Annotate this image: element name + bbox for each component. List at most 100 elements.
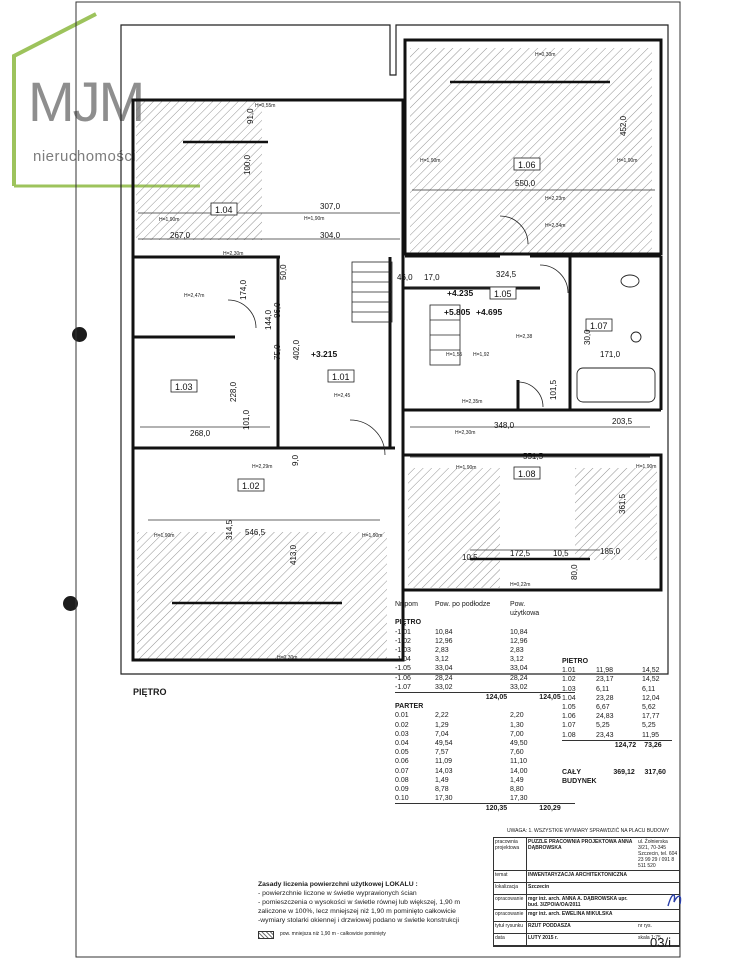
table-cell: 14,52 — [642, 667, 660, 675]
svg-text:348,0: 348,0 — [494, 421, 515, 430]
sheet-frame — [75, 1, 681, 958]
svg-text:361,5: 361,5 — [618, 493, 627, 514]
table-cell: 33,04 — [435, 665, 453, 673]
table-cell: 1,49 — [510, 776, 524, 784]
table-cell: 11,10 — [510, 758, 527, 766]
svg-text:+3.215: +3.215 — [311, 349, 338, 359]
svg-text:75,0: 75,0 — [273, 344, 282, 360]
section-total: 120,35 120,29 — [395, 803, 575, 813]
svg-text:452,0: 452,0 — [619, 115, 628, 136]
logo-tagline: nieruchomości — [33, 148, 137, 165]
svg-text:101,5: 101,5 — [549, 379, 558, 400]
svg-text:H=0,22m: H=0,22m — [510, 582, 530, 588]
table-cell: 1.07 — [562, 722, 576, 730]
svg-text:314,5: 314,5 — [225, 519, 234, 540]
title-block-cell: INWENTARYZACJA ARCHITEKTONICZNA — [528, 872, 627, 878]
table-cell: 0.01 — [395, 712, 409, 720]
table-cell: 6,11 — [596, 685, 610, 693]
table-cell: 1.06 — [562, 713, 576, 721]
table-cell: 17,30 — [435, 795, 453, 803]
table-cell: 10,84 — [510, 628, 528, 636]
svg-text:91,0: 91,0 — [246, 108, 255, 124]
svg-text:550,0: 550,0 — [515, 179, 536, 188]
binder-hole — [63, 596, 78, 611]
svg-text:307,0: 307,0 — [320, 202, 341, 211]
svg-text:H=1,90m: H=1,90m — [617, 158, 637, 164]
svg-text:267,0: 267,0 — [170, 231, 191, 240]
svg-text:H=1,55: H=1,55 — [446, 352, 462, 358]
table-cell: -1.04 — [395, 656, 411, 664]
table-cell: -1.03 — [395, 647, 411, 655]
svg-text:551,5: 551,5 — [523, 452, 544, 461]
title-block-cell: pracownia projektowa — [494, 838, 527, 870]
table-cell: 14,00 — [510, 767, 528, 775]
svg-text:H=1,90m: H=1,90m — [159, 217, 179, 223]
svg-text:H=0,55m: H=0,55m — [255, 103, 275, 109]
svg-text:H=2,47m: H=2,47m — [184, 293, 204, 299]
table-cell: 3,12 — [435, 656, 449, 664]
windows — [172, 80, 610, 605]
svg-text:30,0: 30,0 — [583, 329, 592, 345]
table-cell: 12,04 — [642, 694, 660, 702]
hatched-zone — [408, 468, 500, 588]
table-cell: 24,83 — [596, 713, 614, 721]
table-cell: 6,67 — [596, 704, 610, 712]
title-block-cell: tytuł rysunku — [494, 922, 527, 933]
svg-text:H=2,38: H=2,38 — [516, 334, 532, 340]
title-block-cell: nr rys. — [638, 923, 652, 929]
note-line: - pomieszczenia o wysokości w świetle ró… — [258, 899, 461, 906]
building-total: CAŁY BUDYNEK 369,12 317,60 — [562, 769, 666, 786]
table-cell: 1.03 — [562, 685, 576, 693]
legend: pow. mniejsza niż 1,90 m - całkowicie po… — [258, 930, 488, 939]
room-1-07: 1.07 — [590, 321, 608, 331]
section-total: 124,72 73,26 — [562, 739, 672, 750]
svg-text:9,0: 9,0 — [291, 454, 300, 466]
svg-text:H=1,90m: H=1,90m — [362, 533, 382, 539]
table-cell: -1.07 — [395, 683, 411, 691]
hatched-zone — [410, 48, 652, 253]
title-block-cell: mgr inż. arch. EWELINA MIKULSKA — [528, 911, 613, 917]
table-cell: 11,98 — [596, 667, 613, 675]
svg-text:80,0: 80,0 — [570, 564, 579, 580]
table-cell: 0.06 — [395, 758, 409, 766]
title-block-note: UWAGA: 1. WSZYSTKIE WYMIARY SPRAWDZIĆ NA… — [507, 828, 670, 834]
svg-text:268,0: 268,0 — [190, 429, 211, 438]
room-1-03: 1.03 — [175, 382, 193, 392]
table-cell: 8,80 — [510, 786, 524, 794]
svg-text:H=0,30m: H=0,30m — [535, 52, 555, 58]
table-cell: 0.02 — [395, 721, 409, 729]
table-cell: 0.10 — [395, 795, 409, 803]
svg-text:203,5: 203,5 — [612, 417, 633, 426]
room-label-boxes — [170, 157, 613, 492]
title-block: UWAGA: 1. WSZYSTKIE WYMIARY SPRAWDZIĆ NA… — [493, 828, 680, 947]
height-labels: H=0,55m H=1,90m H=1,90m H=2,30m H=2,47m … — [154, 52, 656, 661]
svg-text:324,5: 324,5 — [496, 270, 517, 279]
hatched-zone — [136, 100, 262, 240]
table-cell: 1.01 — [562, 667, 576, 675]
svg-text:H=1,90m: H=1,90m — [420, 158, 440, 164]
title-block-cell — [637, 871, 679, 882]
signature — [667, 894, 682, 907]
svg-text:86,0: 86,0 — [273, 302, 282, 318]
table-cell: 3,12 — [510, 656, 524, 664]
room-1-01: 1.01 — [332, 372, 350, 382]
svg-text:228,0: 228,0 — [229, 381, 238, 402]
svg-text:413,0: 413,0 — [289, 544, 298, 565]
dimension-lines — [138, 189, 655, 551]
svg-text:+5.805: +5.805 — [444, 307, 471, 317]
table-cell: 33,02 — [435, 683, 453, 691]
table-cell: 1.05 — [562, 704, 576, 712]
table-cell: 2,83 — [435, 647, 449, 655]
table-cell: 5,62 — [642, 704, 656, 712]
